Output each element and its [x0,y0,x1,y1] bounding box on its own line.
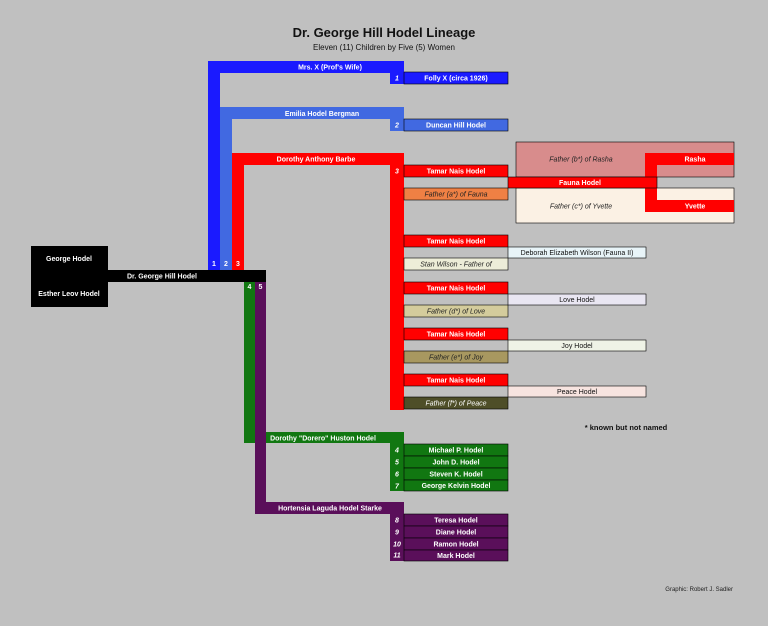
father-c-label: Father (c*) of Yvette [550,204,612,211]
father-name: George Hodel [46,256,92,263]
child-row: 5 John D. Hodel [395,455,509,469]
child-row: 4 Michael P. Hodel [394,443,509,457]
child-name: Steven K. Hodel [429,472,482,479]
child-number: 4 [394,448,399,455]
child-name: Michael P. Hodel [429,448,484,455]
footnote: * known but not named [585,423,668,432]
parents-box: George Hodel Esther Leov Hodel [31,246,108,307]
father-label: Father (f*) of Peace [425,401,486,408]
tamar-group: Tamar Nais Hodel Father (d*) of Love Lov… [403,281,647,318]
child-row: 11 Mark Hodel [393,549,509,562]
woman-3-branch: Dorothy Anthony Barbe [232,153,404,410]
tamar-group: Tamar Nais Hodel Father (e*) of Joy Joy … [403,327,647,364]
woman-5-label: Hortensia Laguda Hodel Starke [278,506,382,513]
woman-number: 5 [259,284,263,291]
subject-name: Dr. George Hill Hodel [127,274,197,281]
woman-5-branch: Hortensia Laguda Hodel Starke [255,282,404,561]
child-label: Peace Hodel [557,389,598,396]
child-number: 3 [395,169,399,176]
woman-2-label: Emilia Hodel Bergman [285,111,359,118]
child-name: John D. Hodel [432,460,479,467]
child-row: 9 Diane Hodel [395,525,509,539]
child-label: Fauna Hodel [559,180,601,187]
child-number: 10 [393,542,401,549]
child-number: 1 [395,76,399,83]
rasha-box [645,153,734,165]
child-name: George Kelvin Hodel [422,483,491,490]
rasha-label: Rasha [684,157,705,164]
child-row: 1 Folly X (circa 1926) [395,71,509,85]
father-label: Father (d*) of Love [427,309,485,316]
father-label: Stan Wilson - Father of [420,262,493,269]
mother-name: Esther Leov Hodel [38,291,100,298]
woman-4-branch: Dorothy "Dorero" Huston Hodel [244,282,404,491]
diagram-title: Dr. George Hill Hodel Lineage [293,25,476,40]
mother-name: Tamar Nais Hodel [427,286,486,293]
child-name: Mark Hodel [437,553,475,560]
child-number: 2 [394,123,399,130]
woman-1-label: Mrs. X (Prof's Wife) [298,65,362,72]
child-number: 11 [393,553,400,560]
mother-name: Tamar Nais Hodel [427,169,486,176]
child-number: 5 [395,460,399,467]
child-name: Duncan Hill Hodel [426,123,486,130]
mother-name: Tamar Nais Hodel [427,332,486,339]
tamar-group: Tamar Nais Hodel Stan Wilson - Father of… [403,234,647,271]
child-row: 7 George Kelvin Hodel [395,479,509,492]
mother-name: Tamar Nais Hodel [427,239,486,246]
child-label: Deborah Elizabeth Wilson (Fauna II) [521,250,634,257]
tamar-group: Tamar Nais Hodel Father (a*) of Fauna Fa… [403,164,658,201]
child-name: Ramon Hodel [433,542,478,549]
yvette-box [645,200,734,212]
father-label: Father (a*) of Fauna [424,192,487,199]
child-name: Folly X (circa 1926) [424,76,487,83]
subject-bar: Dr. George Hill Hodel [108,270,266,282]
woman-number: 2 [224,261,228,268]
mother-name: Tamar Nais Hodel [427,378,486,385]
tamar-group: Tamar Nais Hodel Father (f*) of Peace Pe… [403,373,647,410]
child-number: 8 [395,518,399,525]
child-row: 10 Ramon Hodel [393,537,509,551]
woman-2-branch: Emilia Hodel Bergman [220,107,404,270]
credit: Graphic: Robert J. Sadler [665,587,733,593]
child-name: Teresa Hodel [434,518,477,525]
woman-1-branch: Mrs. X (Prof's Wife) [208,61,404,270]
woman-number: 1 [212,261,216,268]
child-row: 8 Teresa Hodel [395,513,509,527]
diagram-subtitle: Eleven (11) Children by Five (5) Women [313,43,455,52]
child-number: 7 [395,484,400,491]
child-label: Love Hodel [559,297,595,304]
woman-3-label: Dorothy Anthony Barbe [277,157,356,164]
child-row: 2 Duncan Hill Hodel [394,118,509,132]
woman-number: 3 [236,261,240,268]
child-row: 6 Steven K. Hodel [395,467,509,481]
father-b-label: Father (b*) of Rasha [549,157,613,164]
woman-number: 4 [248,284,252,291]
child-label: Joy Hodel [561,343,593,350]
child-number: 6 [395,472,399,479]
father-label: Father (e*) of Joy [429,355,484,362]
child-number: 9 [395,530,399,537]
yvette-label: Yvette [685,204,706,211]
woman-4-label: Dorothy "Dorero" Huston Hodel [270,436,376,443]
child-name: Diane Hodel [436,530,477,537]
